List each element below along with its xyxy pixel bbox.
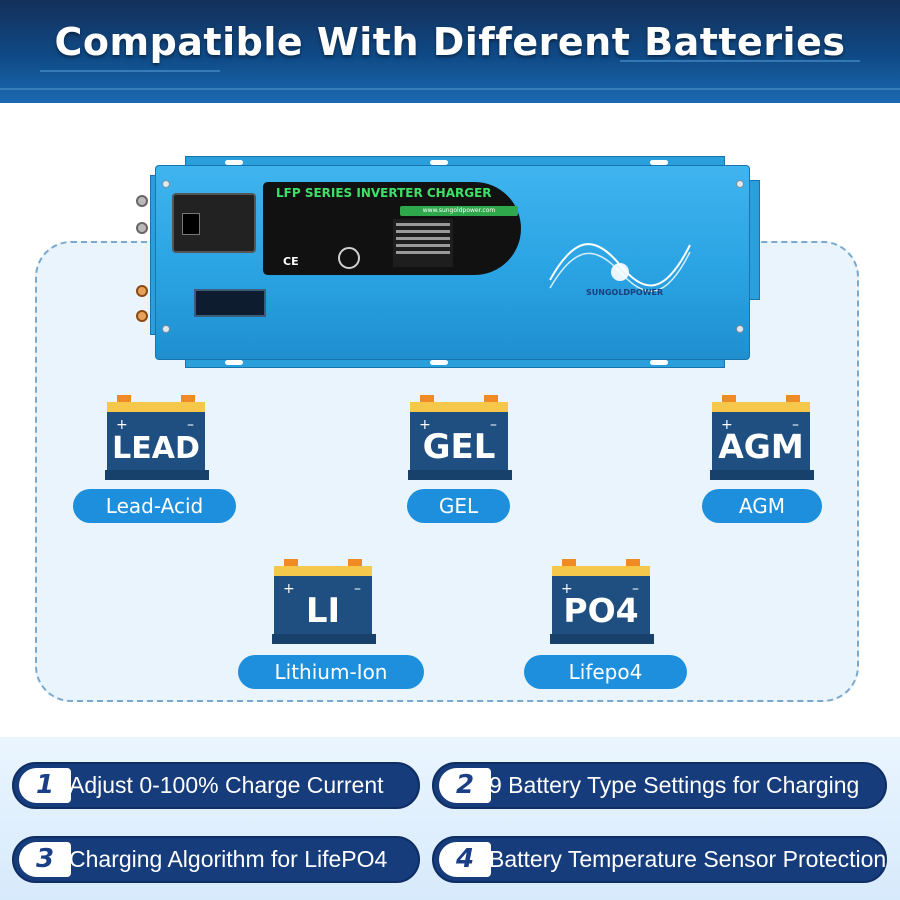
battery-label-agm: AGM [702, 489, 822, 523]
screw-hole [736, 180, 744, 188]
brand-logo: SUNGOLDPOWER [586, 288, 664, 297]
header-banner: Compatible With Different Batteries [0, 0, 900, 103]
feature-text: Charging Algorithm for LifePO4 [69, 846, 388, 872]
feature-item: 1 Adjust 0-100% Charge Current [12, 762, 420, 809]
power-switch-icon [182, 213, 200, 235]
inverter-panel-title: LFP SERIES INVERTER CHARGER [276, 186, 492, 200]
screw-hole [162, 325, 170, 333]
battery-icon-text: GEL [422, 427, 496, 467]
mount-slot [430, 360, 448, 365]
inverter-control-panel [263, 182, 521, 275]
feature-item: 3 Charging Algorithm for LifePO4 [12, 836, 420, 883]
svg-text:–: – [632, 581, 639, 597]
feature-item: 2 9 Battery Type Settings for Charging [432, 762, 887, 809]
svg-text:–: – [792, 417, 799, 433]
feature-number: 4 [439, 842, 491, 877]
battery-label-lead-acid: Lead-Acid [73, 489, 236, 523]
battery-label-lifepo4: Lifepo4 [524, 655, 687, 689]
mount-slot [650, 160, 668, 165]
mount-slot [650, 360, 668, 365]
inverter-website: www.sungoldpower.com [400, 206, 518, 216]
battery-icon-text: AGM [718, 427, 804, 466]
feature-number: 3 [19, 842, 71, 877]
battery-icon-text: LI [305, 591, 341, 631]
screw-hole [162, 180, 170, 188]
mount-slot [430, 160, 448, 165]
ac-terminal [136, 195, 148, 207]
battery-icon: + – [550, 559, 654, 644]
battery-icon: + – [272, 559, 376, 644]
dc-terminal [136, 310, 148, 322]
inverter-image: LFP SERIES INVERTER CHARGER www.sungoldp… [0, 0, 900, 370]
svg-text:+: + [721, 417, 733, 433]
battery-agm: + – AGM [710, 393, 822, 483]
battery-icon-text: LEAD [112, 431, 200, 466]
svg-text:–: – [490, 417, 497, 433]
battery-icon: + – [710, 395, 814, 480]
battery-setting-table [393, 219, 453, 267]
battery-label-gel: GEL [407, 489, 510, 523]
battery-gel: + – GEL [408, 393, 520, 483]
dc-terminal [136, 285, 148, 297]
feature-text: Battery Temperature Sensor Protection [489, 846, 887, 872]
svg-text:–: – [354, 581, 361, 597]
feature-text: Adjust 0-100% Charge Current [69, 772, 384, 798]
decor-line [620, 60, 860, 62]
svg-text:+: + [283, 581, 295, 597]
ac-terminal [136, 222, 148, 234]
dial-icon [338, 247, 360, 269]
sine-wave-logo-icon [549, 243, 691, 292]
svg-text:+: + [116, 417, 128, 433]
mount-slot [225, 360, 243, 365]
mount-slot [225, 160, 243, 165]
battery-lead: + – LEAD [105, 393, 217, 483]
battery-icon-text: PO4 [563, 591, 639, 630]
battery-label-lithium-ion: Lithium-Ion [238, 655, 424, 689]
feature-number: 2 [439, 768, 491, 803]
screw-hole [736, 325, 744, 333]
battery-icon: + – [408, 395, 512, 480]
feature-number: 1 [19, 768, 71, 803]
feature-text: 9 Battery Type Settings for Charging [489, 772, 860, 798]
decor-line [0, 88, 900, 90]
battery-li: + – LI [272, 557, 384, 647]
svg-text:+: + [561, 581, 573, 597]
lcd-display [194, 289, 266, 317]
feature-item: 4 Battery Temperature Sensor Protection [432, 836, 887, 883]
decor-line [40, 70, 220, 72]
ce-mark: CE [283, 255, 299, 268]
battery-po4: + – PO4 [550, 557, 662, 647]
svg-text:+: + [419, 417, 431, 433]
svg-text:–: – [187, 417, 194, 433]
page-title: Compatible With Different Batteries [54, 20, 846, 64]
battery-icon: + – [105, 395, 209, 480]
